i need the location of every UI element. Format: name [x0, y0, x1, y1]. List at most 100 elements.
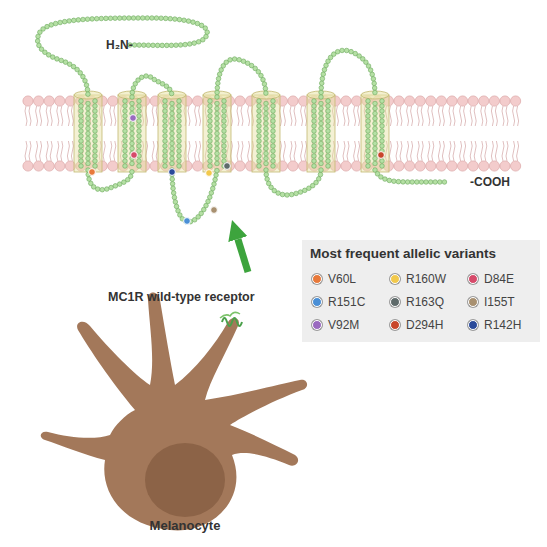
callout-label: MC1R wild-type receptor: [108, 290, 255, 304]
lipid-tail: [470, 141, 472, 161]
helix-cap: [158, 91, 186, 99]
legend-entry: D294H: [390, 318, 443, 332]
amino-acid-bead: [373, 156, 378, 161]
lipid-head: [55, 161, 65, 171]
lipid-tail: [396, 141, 398, 161]
lipid-tail: [389, 141, 391, 161]
amino-acid-bead: [321, 72, 326, 77]
amino-acid-bead: [215, 106, 220, 111]
helix-cylinder: [307, 91, 335, 172]
amino-acid-bead: [163, 144, 168, 149]
variant-marker: [184, 218, 191, 225]
lipid-tail: [195, 141, 197, 161]
amino-acid-bead: [368, 68, 373, 73]
amino-acid-bead: [130, 101, 135, 106]
lipid-tail: [417, 141, 419, 161]
amino-acid-bead: [170, 126, 175, 131]
lipid-tail: [29, 141, 31, 161]
amino-acid-bead: [257, 99, 262, 104]
lipid-tail: [485, 106, 487, 126]
amino-acid-bead: [271, 99, 276, 104]
lipid-tail: [305, 141, 307, 161]
helix-cap: [203, 91, 231, 99]
amino-acid-bead: [215, 111, 220, 116]
helix-cap: [252, 91, 280, 99]
amino-acid-bead: [113, 16, 118, 21]
amino-acid-bead: [177, 109, 182, 114]
amino-acid-bead: [312, 124, 317, 129]
legend-swatch: [468, 320, 478, 330]
amino-acid-bead: [237, 57, 242, 62]
amino-acid-bead: [438, 180, 443, 185]
amino-acid-bead: [271, 124, 276, 129]
amino-acid-bead: [312, 144, 317, 149]
amino-acid-bead: [316, 177, 321, 182]
lipid-tail: [460, 106, 462, 126]
amino-acid-bead: [213, 177, 218, 182]
lipid-tail: [449, 141, 451, 161]
lipid-tail: [294, 106, 296, 126]
lipid-tail: [358, 106, 360, 126]
lipid-tail: [67, 141, 69, 161]
amino-acid-bead: [130, 106, 135, 111]
lipid-head: [341, 161, 351, 171]
amino-acid-bead: [257, 159, 262, 164]
amino-acid-bead: [222, 99, 227, 104]
amino-acid-bead: [370, 72, 375, 77]
lipid-tail: [50, 141, 52, 161]
amino-acid-bead: [199, 23, 204, 28]
amino-acid-bead: [366, 159, 371, 164]
amino-acid-bead: [59, 58, 64, 63]
amino-acid-bead: [49, 23, 54, 28]
amino-acid-bead: [170, 101, 175, 106]
amino-acid-bead: [123, 99, 128, 104]
amino-acid-bead: [67, 19, 72, 24]
amino-acid-bead: [84, 83, 89, 88]
amino-acid-bead: [442, 180, 447, 185]
amino-acid-bead: [123, 124, 128, 129]
amino-acid-bead: [99, 16, 104, 21]
lipid-head: [447, 161, 457, 171]
amino-acid-bead: [271, 144, 276, 149]
amino-acid-bead: [326, 154, 331, 159]
amino-acid-bead: [380, 129, 385, 134]
receptor-region: H₂N--COOH: [20, 5, 535, 220]
amino-acid-bead: [177, 134, 182, 139]
amino-acid-bead: [373, 111, 378, 116]
amino-acid-bead: [215, 131, 220, 136]
legend-swatch: [468, 274, 478, 284]
amino-acid-bead: [380, 114, 385, 119]
amino-acid-bead: [174, 204, 179, 209]
amino-acid-bead: [215, 168, 220, 173]
variant-marker: [224, 163, 231, 170]
lipid-head: [405, 96, 415, 106]
helix-body: [203, 95, 231, 172]
lipid-tail: [290, 141, 292, 161]
lipid-tail: [517, 106, 519, 126]
amino-acid-bead: [170, 141, 175, 146]
amino-acid-bead: [204, 34, 209, 39]
amino-acid-bead: [123, 164, 128, 169]
amino-acid-bead: [215, 136, 220, 141]
amino-acid-bead: [210, 186, 215, 191]
amino-acid-bead: [222, 129, 227, 134]
lipid-tail: [396, 106, 398, 126]
lipid-tail: [506, 106, 508, 126]
amino-acid-bead: [264, 111, 269, 116]
amino-acid-bead: [396, 179, 401, 184]
amino-acid-bead: [183, 42, 188, 47]
helix-cylinder: [118, 91, 146, 172]
lipid-tail: [354, 141, 356, 161]
amino-acid-bead: [130, 170, 135, 175]
amino-acid-bead: [214, 173, 219, 178]
amino-acid-bead: [123, 144, 128, 149]
amino-acid-bead: [263, 86, 268, 91]
amino-acid-bead: [326, 139, 331, 144]
loop-path: [132, 76, 172, 97]
amino-acid-bead: [137, 159, 142, 164]
amino-acid-bead: [173, 17, 178, 22]
amino-acid-bead: [335, 49, 340, 54]
amino-acid-bead: [326, 144, 331, 149]
amino-acid-bead: [216, 81, 221, 86]
